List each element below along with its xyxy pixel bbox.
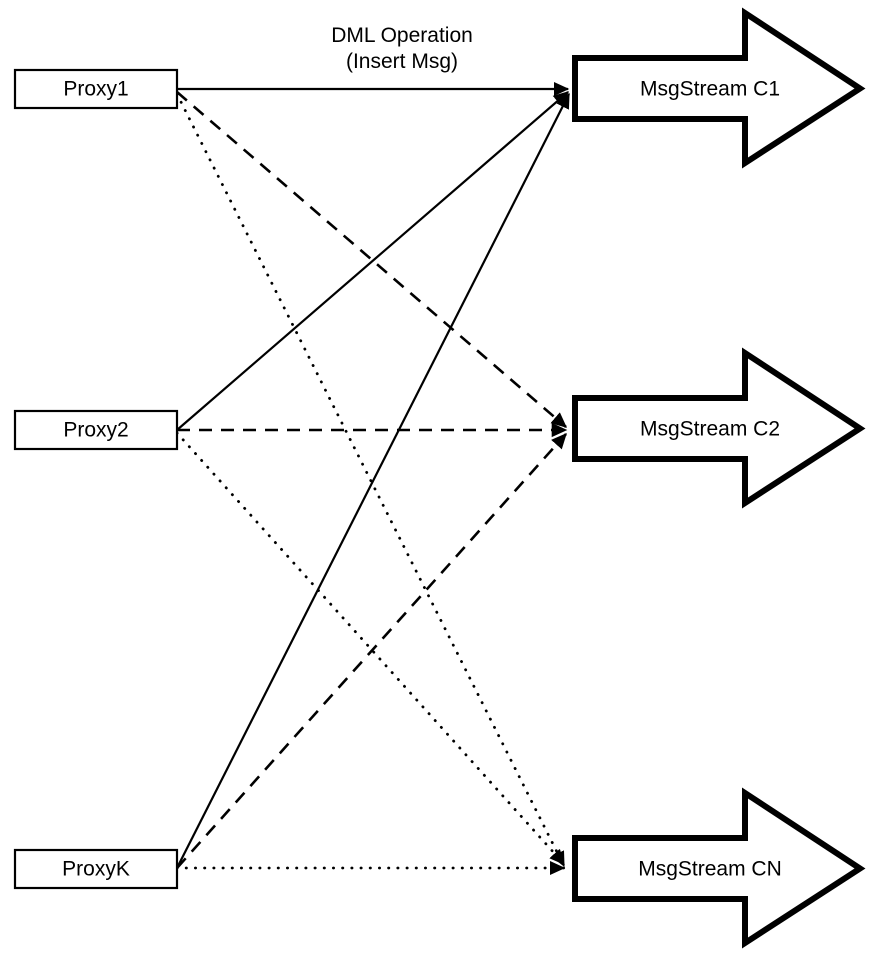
msgstream-c2-arrow-shape[interactable] [572, 347, 866, 509]
proxy2-box[interactable] [13, 409, 179, 451]
proxyk-label: ProxyK [62, 858, 130, 881]
node-proxy1[interactable]: Proxy1 [13, 68, 179, 110]
msgstream-c1-arrow-shape[interactable] [572, 7, 866, 169]
link-proxy2-c1 [176, 91, 569, 431]
node-msgstream-cn[interactable]: MsgStream CN [572, 787, 866, 949]
edge-caption: DML Operation (Insert Msg) [331, 24, 473, 73]
link-proxyk-c1 [176, 92, 570, 869]
links-layer [175, 81, 570, 876]
link-proxyk-c2 [176, 433, 567, 869]
edge-caption-line1: DML Operation [331, 24, 473, 47]
proxy1-box[interactable] [13, 68, 179, 110]
link-proxy1-c2 [176, 91, 567, 428]
msgstream-nodes-layer: MsgStream C1 MsgStream C2 MsgStream CN [572, 7, 866, 949]
msgstream-c2-label: MsgStream C2 [640, 418, 780, 441]
link-proxy2-cn [175, 431, 566, 866]
edge-caption-line2: (Insert Msg) [346, 50, 458, 73]
proxyk-box[interactable] [13, 848, 179, 890]
node-proxy2[interactable]: Proxy2 [13, 409, 179, 451]
msgstream-c1-label: MsgStream C1 [640, 78, 780, 101]
proxy2-label: Proxy2 [63, 419, 128, 442]
node-proxyk[interactable]: ProxyK [13, 848, 179, 890]
link-proxy1-cn [175, 92, 566, 868]
proxy1-label: Proxy1 [63, 78, 128, 101]
msgstream-cn-arrow-shape[interactable] [572, 787, 866, 949]
msgstream-cn-label: MsgStream CN [638, 858, 782, 881]
node-msgstream-c2[interactable]: MsgStream C2 [572, 347, 866, 509]
node-msgstream-c1[interactable]: MsgStream C1 [572, 7, 866, 169]
proxy-nodes-layer: Proxy1 Proxy2 ProxyK [13, 68, 179, 890]
